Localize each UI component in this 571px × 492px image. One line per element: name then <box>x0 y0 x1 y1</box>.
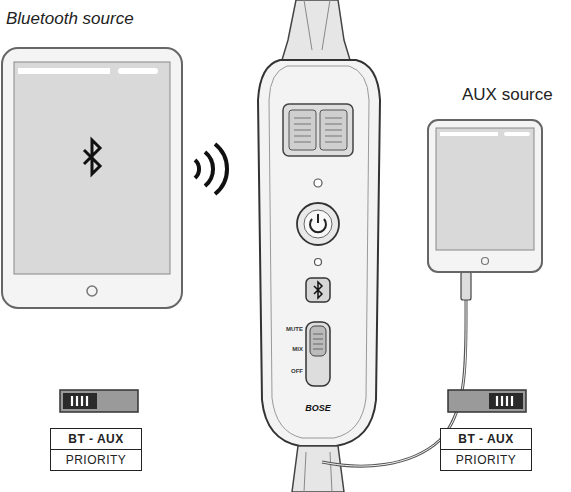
wireless-waves <box>195 144 227 194</box>
tablet-screen <box>436 128 534 250</box>
switch-position-label: MUTE <box>286 326 303 333</box>
aux-plug <box>461 272 471 300</box>
tablet-screen <box>14 62 170 274</box>
switch-setting-text: BT - AUX <box>441 429 531 450</box>
priority-box: BT - AUXPRIORITY <box>440 428 532 471</box>
aux-tablet <box>428 120 542 272</box>
switch-position-label: MIX <box>292 346 303 353</box>
switch-setting-text: BT - AUX <box>51 429 141 450</box>
screen-bar <box>118 68 158 74</box>
priority-switch-aux <box>448 390 526 412</box>
switch-position-label: OFF <box>291 368 303 375</box>
priority-text: PRIORITY <box>441 450 531 470</box>
priority-text: PRIORITY <box>51 450 141 470</box>
bluetooth-symbol <box>84 140 100 174</box>
priority-switch-bt <box>60 390 138 412</box>
screen-bar <box>18 68 110 74</box>
home-button <box>482 258 489 265</box>
screen-bar <box>440 132 498 136</box>
screen-bar <box>504 132 530 136</box>
priority-box: BT - AUXPRIORITY <box>50 428 142 471</box>
home-button <box>87 286 97 296</box>
inline-controller <box>258 0 380 492</box>
source-label: AUX source <box>462 86 553 105</box>
source-label: Bluetooth source <box>6 10 134 29</box>
brand-logo: BOSE <box>305 404 331 414</box>
bluetooth-tablet <box>2 48 182 308</box>
